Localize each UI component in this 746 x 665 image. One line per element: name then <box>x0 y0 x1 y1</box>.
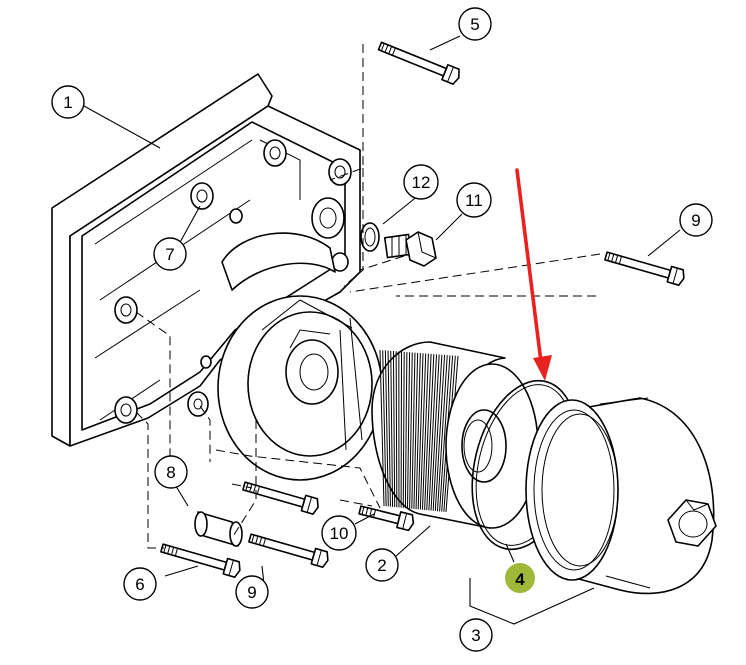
seal-washer-part <box>361 223 379 251</box>
filter-cap-part <box>526 398 716 593</box>
red-pointer-arrow <box>517 170 552 381</box>
callout-label: 7 <box>165 245 174 264</box>
callout-label: 9 <box>691 211 700 230</box>
callout-label: 8 <box>166 463 175 482</box>
callout-label: 5 <box>470 15 479 34</box>
filter-element-part <box>372 342 538 528</box>
callout-label: 2 <box>377 556 386 575</box>
bolt-9-lower <box>248 530 330 568</box>
callout-label: 1 <box>63 93 72 112</box>
callout-label: 6 <box>135 575 144 594</box>
callout-2: 2 <box>366 549 398 581</box>
callout-9: 9 <box>680 204 712 236</box>
callout-5: 5 <box>459 8 491 40</box>
callout-10: 10 <box>322 516 356 550</box>
bolt-9-upper <box>604 248 686 286</box>
callout-8: 8 <box>155 456 187 488</box>
callout-label: 11 <box>465 191 483 210</box>
bolt-6 <box>160 540 242 578</box>
callout-3: 3 <box>460 619 492 651</box>
callout-label: 4 <box>515 570 525 589</box>
drain-plug-part <box>385 232 436 266</box>
callout-label: 10 <box>330 524 349 543</box>
bolt-lower-mid <box>242 478 320 515</box>
callout-label: 12 <box>412 173 431 192</box>
callout-6: 6 <box>124 568 156 600</box>
callout-1: 1 <box>52 86 84 118</box>
spacer-part <box>195 512 242 546</box>
callout-label: 9 <box>247 583 256 602</box>
callout-7: 7 <box>154 238 186 270</box>
callout-11: 11 <box>457 183 491 217</box>
callout-4: 4 <box>505 563 535 593</box>
housing-part <box>52 74 382 480</box>
callout-12: 12 <box>404 165 438 199</box>
callout-9-lower: 9 <box>236 576 268 608</box>
bolt-5 <box>377 39 462 86</box>
callout-label: 3 <box>471 626 480 645</box>
